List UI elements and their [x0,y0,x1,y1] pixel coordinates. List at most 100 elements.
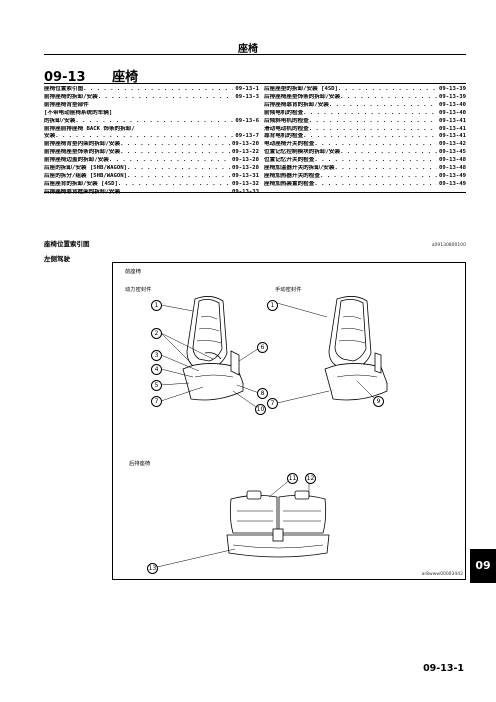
toc-leader-dots: . . . . . . . . . . . . . . . . . . . . … [126,165,230,172]
toc-entry[interactable]: 后座座垫的拆卸/安装 [4SD] . . . . . . . . . . . .… [264,86,466,94]
callout-11: 11 [287,473,298,484]
toc-entry-title: 滑动电动机的检查 [264,125,309,132]
toc-entry[interactable]: 前排座椅的拆卸/安装 . . . . . . . . . . . . . . .… [44,94,259,102]
toc-entry[interactable]: 后座的拆分/组装 [5HB/WAGON] . . . . . . . . . .… [44,173,259,181]
toc-entry[interactable]: 前排座前排座椅 BACK 饰条的拆卸/ [44,126,259,134]
toc-entry[interactable]: 后排座椅靠背框架的拆卸/安装 . . . . . . . . . . . . .… [44,189,259,197]
toc-entry[interactable]: 前排座椅边盖的拆卸/安装 . . . . . . . . . . . . . .… [44,157,259,165]
toc-entry[interactable]: 后倾斜电机的检查 . . . . . . . . . . . . . . . .… [264,118,466,126]
toc-entry-title: 后座座垫的拆卸/安装 [4SD] [264,86,338,92]
toc-entry[interactable]: 后排座椅座垫饰条的拆卸/安装 . . . . . . . . . . . . .… [264,94,466,102]
rear-seat-label: 后排座椅 [129,461,151,467]
toc-entry[interactable]: 安装 . . . . . . . . . . . . . . . . . . .… [44,133,259,141]
toc-leader-dots: . . . . . . . . . . . . . . . . . . . . … [314,180,437,187]
toc-leader-dots: . . . . . . . . . . . . . . . . . . . . … [337,86,437,92]
toc-entry-title: 后座的拆卸/安装 [5HB/WAGON] [44,165,127,172]
toc-entry[interactable]: [不带电动座椅系统的车辆] [44,110,259,118]
toc-entry-page: 09-13-1 [235,86,259,92]
toc-entry[interactable]: 座椅加热装置的检查 . . . . . . . . . . . . . . . … [264,181,466,189]
toc-leader-dots: . . . . . . . . . . . . . . . . . . . . … [319,172,437,179]
toc-entry-title: 座椅加热器开关的检查 [264,172,320,179]
toc-entry-page: 09-13-7 [235,133,259,140]
toc-entry-title: [不带电动座椅系统的车辆] [44,109,113,116]
toc-entry-title: 前排座椅背垫部件 [44,101,89,108]
toc-entry[interactable]: 的拆卸/安装 . . . . . . . . . . . . . . . . .… [44,118,259,126]
figure-box: 前座椅 动力密封件 手动密封件 后排座椅 [112,262,466,580]
chapter-number: 09-13 [44,70,86,85]
toc-leader-dots: . . . . . . . . . . . . . . . . . . . . … [303,109,437,116]
toc-entry-title: 位置记忆开关的检查 [264,157,315,164]
toc-entry-page: 09-13-20 [232,141,259,148]
callout-1b: 1 [267,300,278,311]
toc-leader-dots: . . . . . . . . . . . . . . . . . . . . … [340,93,437,100]
toc-entry-page: 09-13-49 [439,180,466,187]
toc-entry-title: 前排座椅边盖的拆卸/安装 [44,157,109,164]
toc-entry-page: 09-13-41 [439,125,466,132]
toc-entry[interactable]: 前排座椅背垫部件 [44,102,259,110]
toc-entry[interactable]: 座椅位置索引图 . . . . . . . . . . . . . . . . … [44,86,259,94]
toc-leader-dots: . . . . . . . . . . . . . . . . . . . . … [126,172,230,179]
toc-leader-dots: . . . . . . . . . . . . . . . . . . . . … [120,149,230,156]
manual-seat-label: 手动密封件 [275,287,302,293]
toc-entry-title: 后排座椅靠背的拆卸/安装 [264,101,329,108]
page-header-title: 座椅 [238,44,258,55]
callout-3: 3 [151,350,162,361]
toc-entry[interactable]: 前排座椅座垫饰条的拆卸/安装 . . . . . . . . . . . . .… [44,149,259,157]
toc-entry-page: 09-13-39 [439,93,466,100]
toc-entry[interactable]: 前排座椅背垫内架的拆卸/安装 . . . . . . . . . . . . .… [44,141,259,149]
toc-entry[interactable]: 前倾电机的检查 . . . . . . . . . . . . . . . . … [264,110,466,118]
rear-seat-illustration [226,490,330,558]
toc-entry-page: 09-13-41 [439,133,466,140]
callout-9: 9 [373,396,384,407]
toc-entry-title: 座椅位置索引图 [44,86,84,92]
power-seat-illustration [182,296,244,401]
toc-entry-page: 09-13-42 [439,141,466,148]
callout-10: 10 [255,404,266,415]
toc-entry[interactable]: 座椅加热器开关的检查 . . . . . . . . . . . . . . .… [264,173,466,181]
toc-top-rule [44,83,466,84]
toc-entry[interactable]: 后座的拆卸/安装 [5HB/WAGON] . . . . . . . . . .… [44,165,259,173]
toc-entry-title: 座椅加温器开关的拆卸/安装 [264,165,335,172]
toc-entry-title: 安装 [44,133,56,140]
toc-entry[interactable]: 靠背电机的检查 . . . . . . . . . . . . . . . . … [264,133,466,141]
front-seat-label: 前座椅 [125,269,141,275]
toc-entry[interactable]: 座椅加温器开关的拆卸/安装 . . . . . . . . . . . . . … [264,165,466,173]
callout-8: 8 [257,388,268,399]
toc-entry-title: 的拆卸/安装 [44,117,76,124]
toc-entry-title: 后排座椅座垫饰条的拆卸/安装 [264,93,341,100]
toc-right-column: 后座座垫的拆卸/安装 [4SD] . . . . . . . . . . . .… [264,86,466,189]
callout-7b: 7 [267,398,278,409]
toc-entry-page: 09-13-49 [439,172,466,179]
toc-entry-page: 09-13-3 [235,93,259,100]
toc-entry[interactable]: 后排座椅靠背的拆卸/安装 . . . . . . . . . . . . . .… [264,102,466,110]
toc-entry-page: 09-13-28 [232,165,259,172]
toc-bottom-rule [44,192,466,193]
toc-entry-title: 前排座椅的拆卸/安装 [44,93,98,100]
callout-12: 12 [305,473,316,484]
toc-entry[interactable]: 位置记忆控制模块的拆卸/安装 . . . . . . . . . . . . .… [264,149,466,157]
toc-entry-title: 前排座前排座椅 BACK 饰条的拆卸/ [44,125,135,132]
toc-entry-title: 前倾电机的检查 [264,109,304,116]
toc-entry-title: 后排座椅靠背框架的拆卸/安装 [44,188,121,195]
toc-entry[interactable]: 电动座椅开关的检查 . . . . . . . . . . . . . . . … [264,141,466,149]
callout-5: 5 [151,380,162,391]
toc-entry[interactable]: 滑动电动机的检查 . . . . . . . . . . . . . . . .… [264,126,466,134]
toc-leader-dots: . . . . . . . . . . . . . . . . . . . . … [97,93,234,100]
callout-4: 4 [151,364,162,375]
toc-entry[interactable]: 后座座背的拆卸/安装 [4SD] . . . . . . . . . . . .… [44,181,259,189]
callout-6: 6 [257,342,268,353]
toc-entry-page: 09-13-48 [439,165,466,172]
toc-entry-page: 09-13-45 [439,149,466,156]
section-title: 座椅位置索引图 [44,240,90,248]
image-code: a09130800100 [431,243,466,248]
toc-entry[interactable]: 位置记忆开关的检查 . . . . . . . . . . . . . . . … [264,157,466,165]
toc-leader-dots: . . . . . . . . . . . . . . . . . . . . … [55,133,234,140]
power-seat-label: 动力密封件 [125,287,152,293]
toc-leader-dots: . . . . . . . . . . . . . . . . . . . . … [117,180,230,187]
toc-entry-page: 09-13-39 [439,86,466,92]
toc-entry-title: 靠背电机的检查 [264,133,304,140]
toc-leader-dots: . . . . . . . . . . . . . . . . . . . . … [108,157,230,164]
toc-leader-dots: . . . . . . . . . . . . . . . . . . . . … [303,133,437,140]
toc-entry-page: 09-13-33 [232,188,259,195]
header-rule [44,54,466,55]
